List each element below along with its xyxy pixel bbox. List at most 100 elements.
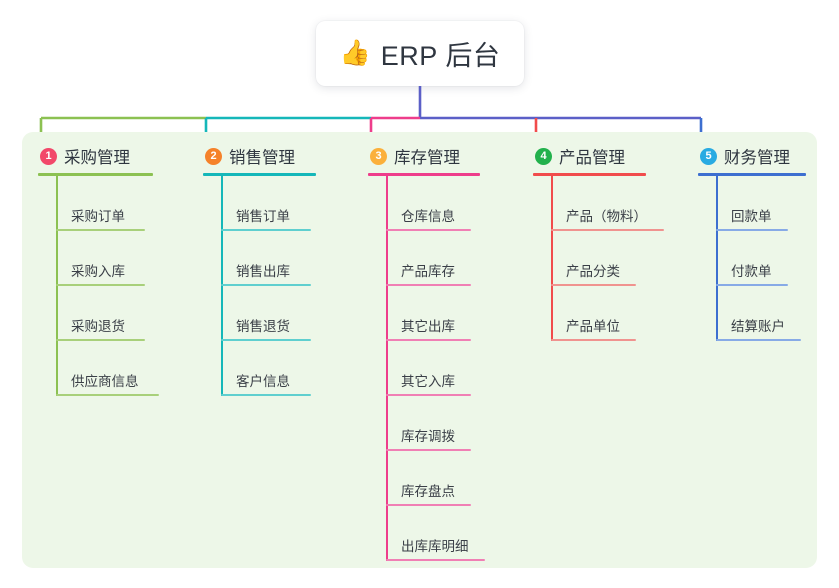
branch-header-1[interactable]: 1 采购管理 — [38, 143, 188, 169]
leaf-label: 产品分类 — [566, 264, 620, 279]
leaf-underline — [386, 504, 471, 506]
leaf-node[interactable]: 销售出库 — [203, 231, 353, 286]
leaf-label: 出库库明细 — [401, 539, 469, 554]
leaf-underline — [716, 284, 788, 286]
branch-header-2[interactable]: 2 销售管理 — [203, 143, 353, 169]
leaf-underline — [221, 284, 311, 286]
branch-column-1: 1 采购管理采购订单采购入库采购退货供应商信息 — [38, 143, 188, 396]
leaf-underline — [551, 339, 636, 341]
leaf-label: 产品单位 — [566, 319, 620, 334]
leaf-node[interactable]: 产品分类 — [533, 231, 683, 286]
leaf-node[interactable]: 采购订单 — [38, 176, 188, 231]
branch-spine — [56, 176, 58, 396]
leaf-label: 采购订单 — [71, 209, 125, 224]
branch-title: 财务管理 — [724, 149, 790, 167]
branch-number-badge: 1 — [40, 147, 57, 165]
thumbs-up-icon: 👍 — [339, 39, 371, 67]
leaf-node[interactable]: 供应商信息 — [38, 341, 188, 396]
branch-column-3: 3 库存管理仓库信息产品库存其它出库其它入库库存调拨库存盘点出库库明细 — [368, 143, 518, 561]
branch-spine — [551, 176, 553, 341]
leaf-label: 供应商信息 — [71, 374, 139, 389]
leaf-label: 采购退货 — [71, 319, 125, 334]
branch-number-badge: 2 — [205, 147, 222, 165]
leaf-node[interactable]: 付款单 — [698, 231, 818, 286]
leaf-underline — [716, 229, 788, 231]
branch-title: 产品管理 — [559, 149, 625, 167]
leaf-underline — [56, 229, 145, 231]
branch-title: 采购管理 — [64, 149, 130, 167]
leaf-label: 其它出库 — [401, 319, 455, 334]
branch-items: 回款单付款单结算账户 — [698, 176, 818, 341]
branch-items: 销售订单销售出库销售退货客户信息 — [203, 176, 353, 396]
leaf-label: 销售订单 — [236, 209, 290, 224]
leaf-underline — [716, 339, 801, 341]
leaf-node[interactable]: 仓库信息 — [368, 176, 518, 231]
leaf-label: 仓库信息 — [401, 209, 455, 224]
leaf-label: 库存盘点 — [401, 484, 455, 499]
leaf-label: 结算账户 — [731, 319, 785, 334]
leaf-node[interactable]: 其它出库 — [368, 286, 518, 341]
branch-items: 产品（物料） 产品分类产品单位 — [533, 176, 683, 341]
leaf-node[interactable]: 其它入库 — [368, 341, 518, 396]
leaf-node[interactable]: 库存调拨 — [368, 396, 518, 451]
branch-items: 仓库信息产品库存其它出库其它入库库存调拨库存盘点出库库明细 — [368, 176, 518, 561]
leaf-underline — [221, 339, 311, 341]
leaf-underline — [386, 449, 471, 451]
branch-spine — [716, 176, 718, 341]
leaf-underline — [386, 284, 471, 286]
leaf-node[interactable]: 结算账户 — [698, 286, 818, 341]
leaf-node[interactable]: 客户信息 — [203, 341, 353, 396]
leaf-label: 产品（物料） — [566, 209, 647, 224]
branch-underline — [203, 173, 316, 176]
branch-number-badge: 4 — [535, 147, 552, 165]
branch-header-3[interactable]: 3 库存管理 — [368, 143, 518, 169]
root-node[interactable]: 👍 ERP 后台 — [316, 21, 524, 86]
branch-underline — [38, 173, 153, 176]
leaf-node[interactable]: 销售订单 — [203, 176, 353, 231]
leaf-label: 产品库存 — [401, 264, 455, 279]
branch-title: 销售管理 — [229, 149, 295, 167]
leaf-underline — [386, 394, 471, 396]
leaf-label: 其它入库 — [401, 374, 455, 389]
content-panel — [22, 132, 817, 568]
branch-header-5[interactable]: 5 财务管理 — [698, 143, 818, 169]
branch-number-badge: 5 — [700, 147, 717, 165]
branch-underline — [698, 173, 806, 176]
branch-column-2: 2 销售管理销售订单销售出库销售退货客户信息 — [203, 143, 353, 396]
branch-items: 采购订单采购入库采购退货供应商信息 — [38, 176, 188, 396]
branch-underline — [368, 173, 480, 176]
branch-header-4[interactable]: 4 产品管理 — [533, 143, 683, 169]
root-title: ERP 后台 — [380, 41, 501, 71]
leaf-node[interactable]: 产品库存 — [368, 231, 518, 286]
leaf-node[interactable]: 采购退货 — [38, 286, 188, 341]
leaf-label: 销售出库 — [236, 264, 290, 279]
leaf-node[interactable]: 出库库明细 — [368, 506, 518, 561]
branch-title: 库存管理 — [394, 149, 460, 167]
leaf-underline — [56, 339, 145, 341]
leaf-label: 销售退货 — [236, 319, 290, 334]
leaf-label: 采购入库 — [71, 264, 125, 279]
leaf-underline — [221, 394, 311, 396]
branch-underline — [533, 173, 646, 176]
leaf-node[interactable]: 采购入库 — [38, 231, 188, 286]
branch-spine — [386, 176, 388, 561]
leaf-label: 付款单 — [731, 264, 772, 279]
leaf-underline — [386, 229, 471, 231]
branch-number-badge: 3 — [370, 147, 387, 165]
branch-spine — [221, 176, 223, 396]
leaf-underline — [551, 284, 636, 286]
leaf-node[interactable]: 销售退货 — [203, 286, 353, 341]
leaf-label: 客户信息 — [236, 374, 290, 389]
leaf-underline — [221, 229, 311, 231]
branch-column-4: 4 产品管理产品（物料） 产品分类产品单位 — [533, 143, 683, 341]
leaf-label: 库存调拨 — [401, 429, 455, 444]
leaf-node[interactable]: 库存盘点 — [368, 451, 518, 506]
leaf-node[interactable]: 产品（物料） — [533, 176, 683, 231]
leaf-node[interactable]: 回款单 — [698, 176, 818, 231]
leaf-underline — [551, 229, 664, 231]
leaf-underline — [386, 559, 485, 561]
leaf-underline — [56, 394, 159, 396]
leaf-node[interactable]: 产品单位 — [533, 286, 683, 341]
leaf-underline — [56, 284, 145, 286]
